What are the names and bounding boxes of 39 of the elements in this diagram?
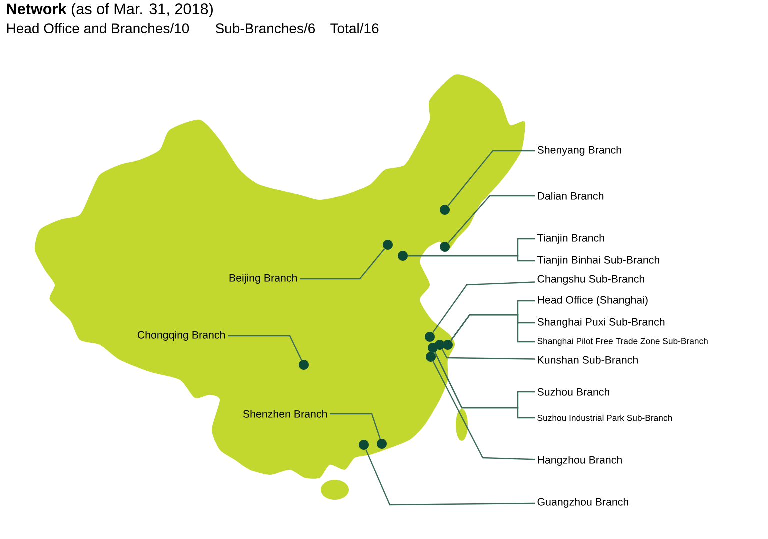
summary-text: Sub-Branches/6 [216,23,316,34]
leader-line [228,335,302,361]
branch-label: Changshu Sub-Branch [538,275,644,285]
branch-label: Shenzhen Branch [243,410,328,418]
branch-label: Guangzhou Branch [538,498,628,508]
branch-label: Shanghai Pilot Free Trade Zone Sub-Branch [538,338,708,346]
leader-line [408,255,535,262]
branch-label: Shenyang Branch [538,146,622,156]
leader-line [432,282,536,334]
location-dot [398,251,408,261]
title: Network (as of Mar. 31, 2018) [7,3,213,18]
branch-label: Kunshan Sub-Branch [538,356,638,364]
leader-line [366,450,536,506]
branch-label: Hangzhou Branch [538,456,622,466]
branch-label: Dalian Branch [538,192,604,200]
leader-line [432,361,536,460]
leader-line [330,413,381,440]
location-dot [426,352,436,362]
location-dot [359,440,369,450]
location-dot [428,343,438,353]
leader-line [442,349,536,360]
branch-label: Head Office (Shanghai) [538,296,648,306]
location-dot [383,240,393,250]
branch-label: Chongqing Branch [138,331,226,341]
leader-line [300,248,386,280]
summary-text: Total/16 [330,23,379,34]
branch-label: Tianjin Binhai Sub-Branch [538,256,660,266]
leader-line [448,195,535,244]
location-dot [299,360,309,370]
branch-label: Suzhou Industrial Park Sub-Branch [538,414,672,422]
location-dot [440,205,450,215]
location-dot [425,332,435,342]
branch-label: Shanghai Puxi Sub-Branch [538,318,665,328]
branch-label: Suzhou Branch [538,388,610,396]
location-dot [440,242,450,252]
branch-label: Tianjin Branch [538,234,604,244]
summary-text: Head Office and Branches/10 [7,23,190,34]
branch-label: Beijing Branch [230,274,298,284]
location-dot [377,439,387,449]
